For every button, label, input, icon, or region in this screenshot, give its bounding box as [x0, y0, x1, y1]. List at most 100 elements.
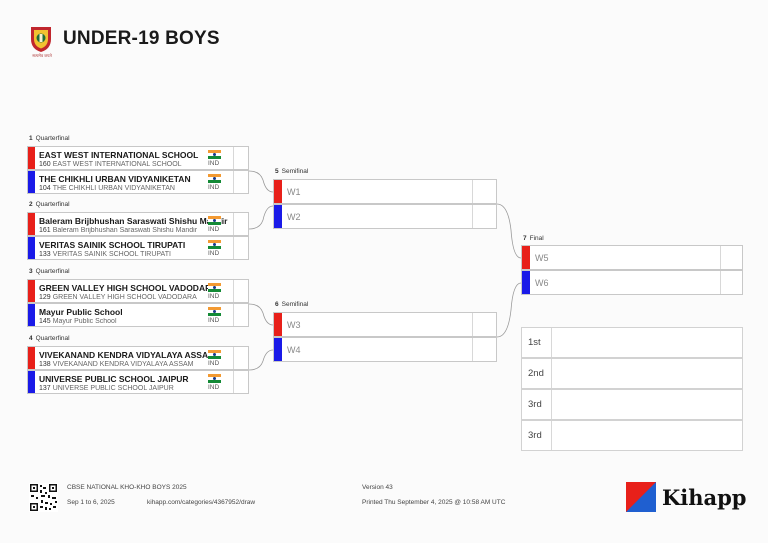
blue-corner-bar: [522, 271, 530, 294]
score-divider: [472, 338, 473, 361]
country-code: IND: [208, 160, 220, 167]
score-divider: [233, 237, 234, 259]
score-divider: [233, 304, 234, 326]
red-corner-bar: [28, 147, 35, 169]
red-corner-bar: [522, 246, 530, 269]
score-divider: [233, 280, 234, 302]
score-divider: [233, 147, 234, 169]
red-corner-bar: [28, 280, 35, 302]
red-corner-bar: [274, 180, 282, 203]
page-title: UNDER-19 BOYS: [63, 28, 220, 49]
blue-corner-bar: [274, 205, 282, 228]
placing-row: 3rd: [521, 420, 743, 451]
placing-row: 2nd: [521, 358, 743, 389]
placing-row: 3rd: [521, 389, 743, 420]
blue-corner-bar: [28, 371, 35, 393]
score-divider: [720, 271, 721, 294]
score-divider: [472, 313, 473, 336]
bracket-slot[interactable]: W5: [521, 245, 743, 270]
team-name: Baleram Brijbhushan Saraswati Shishu Man…: [39, 216, 228, 226]
team-name: VERITAS SAINIK SCHOOL TIRUPATI: [39, 240, 186, 250]
kihapp-brand: Kihapp: [662, 485, 747, 510]
placing-label: 3rd: [528, 430, 542, 441]
slot-placeholder: W2: [287, 212, 301, 222]
printed-timestamp: Printed Thu September 4, 2025 @ 10:58 AM…: [362, 499, 506, 506]
bracket-slot[interactable]: W4: [273, 337, 497, 362]
india-flag-icon: [208, 174, 221, 183]
red-corner-bar: [28, 213, 35, 235]
draw-url-link[interactable]: kihapp.com/categories/4367952/draw: [147, 499, 256, 506]
blue-corner-bar: [274, 338, 282, 361]
team-name: GREEN VALLEY HIGH SCHOOL VADODARA: [39, 283, 218, 293]
kihapp-logo-icon: [626, 482, 656, 512]
team-name: VIVEKANAND KENDRA VIDYALAYA ASSAM: [39, 350, 216, 360]
country-code: IND: [208, 384, 220, 391]
bracket-slot[interactable]: W2: [273, 204, 497, 229]
country-code: IND: [208, 317, 220, 324]
score-divider: [472, 180, 473, 203]
score-divider: [233, 213, 234, 235]
blue-corner-bar: [28, 237, 35, 259]
india-flag-icon: [208, 374, 221, 383]
india-flag-icon: [208, 150, 221, 159]
bracket-slot[interactable]: W3: [273, 312, 497, 337]
slot-placeholder: W5: [535, 253, 549, 263]
placing-label: 3rd: [528, 399, 542, 410]
team-name: Mayur Public School: [39, 307, 123, 317]
bracket-slot[interactable]: W6: [521, 270, 743, 295]
placing-row: 1st: [521, 327, 743, 358]
bracket-slot[interactable]: W1: [273, 179, 497, 204]
slot-placeholder: W6: [535, 278, 549, 288]
country-code: IND: [208, 226, 220, 233]
red-corner-bar: [28, 347, 35, 369]
score-divider: [233, 347, 234, 369]
india-flag-icon: [208, 307, 221, 316]
india-flag-icon: [208, 240, 221, 249]
event-dates: Sep 1 to 6, 2025: [67, 499, 115, 506]
organization-logo: [29, 25, 53, 53]
score-divider: [233, 371, 234, 393]
score-divider: [472, 205, 473, 228]
logo-caption: सत्यमेव जयते: [32, 53, 52, 58]
team-name: THE CHIKHLI URBAN VIDYANIKETAN: [39, 174, 191, 184]
bracket-entry[interactable]: Baleram Brijbhushan Saraswati Shishu Man…: [27, 212, 249, 236]
india-flag-icon: [208, 283, 221, 292]
score-divider: [720, 246, 721, 269]
placing-label: 2nd: [528, 368, 544, 379]
qr-code-icon: [29, 483, 58, 512]
team-name: EAST WEST INTERNATIONAL SCHOOL: [39, 150, 199, 160]
country-code: IND: [208, 293, 220, 300]
event-name: CBSE NATIONAL KHO-KHO BOYS 2025: [67, 484, 187, 491]
india-flag-icon: [208, 350, 221, 359]
slot-placeholder: W4: [287, 345, 301, 355]
country-code: IND: [208, 184, 220, 191]
placing-label: 1st: [528, 337, 541, 348]
slot-placeholder: W1: [287, 187, 301, 197]
red-corner-bar: [274, 313, 282, 336]
blue-corner-bar: [28, 171, 35, 193]
version-label: Version 43: [362, 484, 393, 491]
blue-corner-bar: [28, 304, 35, 326]
team-name: UNIVERSE PUBLIC SCHOOL JAIPUR: [39, 374, 189, 384]
